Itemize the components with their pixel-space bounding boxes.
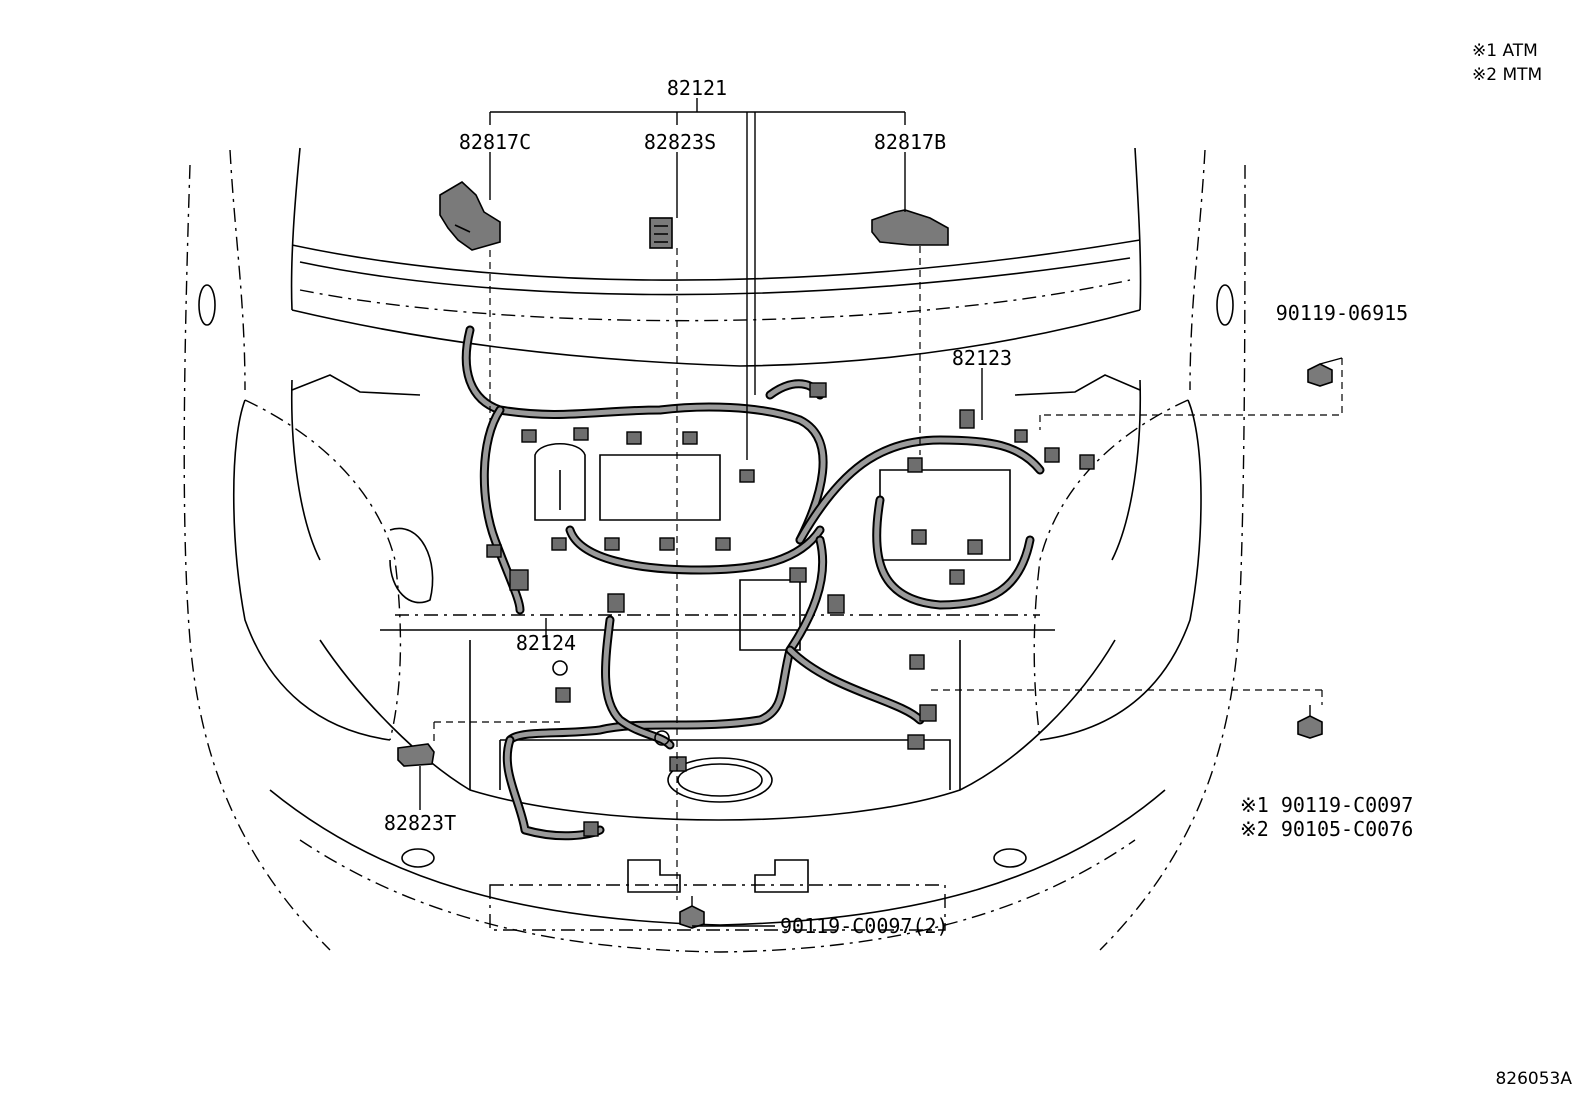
connector-icon bbox=[909, 654, 925, 670]
connector-icon bbox=[509, 569, 529, 591]
connector-icon bbox=[573, 427, 589, 441]
connector-icon bbox=[626, 431, 642, 445]
connector-icon bbox=[604, 537, 620, 551]
connector-icon bbox=[789, 567, 807, 583]
label-82823s: 82823S bbox=[644, 130, 716, 154]
connector-icon bbox=[809, 382, 827, 398]
connector-icon bbox=[682, 431, 698, 445]
bolt-90119-c0097-right bbox=[1297, 705, 1323, 739]
connector-icon bbox=[911, 529, 927, 545]
bolt-icon bbox=[1297, 715, 1323, 739]
main-wire-harness bbox=[461, 325, 1045, 841]
label-90119-c0097-bottom: 90119-C0097(2) bbox=[780, 914, 949, 938]
connector-icon bbox=[649, 217, 673, 249]
bolt-icon bbox=[1307, 363, 1333, 387]
connector-icon bbox=[715, 537, 731, 551]
connector-icon bbox=[907, 734, 925, 750]
connector-icon bbox=[949, 569, 965, 585]
label-82817b: 82817B bbox=[874, 130, 946, 154]
connector-icon bbox=[1014, 429, 1028, 443]
clamp-82817c bbox=[439, 181, 501, 251]
connector-icon bbox=[967, 539, 983, 555]
label-90119-c0097-atm: ※1 90119-C0097 bbox=[1240, 793, 1413, 817]
connector-icon bbox=[397, 743, 435, 767]
label-82123: 82123 bbox=[952, 346, 1012, 370]
label-82121: 82121 bbox=[667, 76, 727, 100]
clamp-icon bbox=[439, 181, 501, 251]
label-90105-c0076-mtm: ※2 90105-C0076 bbox=[1240, 817, 1413, 841]
part-labels: 82121 82817C 82823S 82817B 82123 82124 8… bbox=[384, 76, 1413, 938]
connector-82823s bbox=[649, 217, 673, 249]
connector-icon bbox=[659, 537, 675, 551]
legend-atm: ※1 ATM bbox=[1472, 41, 1538, 61]
vehicle-body-outline bbox=[183, 147, 1246, 953]
connector-icon bbox=[959, 409, 975, 429]
connector-icon bbox=[1044, 447, 1060, 463]
label-90119-06915: 90119-06915 bbox=[1276, 301, 1408, 325]
connector-icon bbox=[827, 594, 845, 614]
label-82817c: 82817C bbox=[459, 130, 531, 154]
connector-icon bbox=[919, 704, 937, 722]
leader-lines bbox=[419, 98, 1343, 927]
connector-82823t bbox=[397, 743, 435, 767]
connector-icon bbox=[551, 537, 567, 551]
label-82823t: 82823T bbox=[384, 811, 456, 835]
clamp-82817b bbox=[871, 209, 949, 246]
connector-icon bbox=[486, 544, 502, 558]
connector-icon bbox=[669, 756, 687, 772]
connector-icon bbox=[555, 687, 571, 703]
drawing-code: 826053A bbox=[1495, 1069, 1572, 1089]
bolt-90119-06915 bbox=[1307, 357, 1343, 387]
legend-mtm: ※2 MTM bbox=[1472, 65, 1542, 85]
bolt-90119-c0097-bottom bbox=[679, 896, 705, 929]
connector-icon bbox=[739, 469, 755, 483]
harness-connectors bbox=[486, 382, 1095, 837]
label-82124: 82124 bbox=[516, 631, 576, 655]
connector-icon bbox=[521, 429, 537, 443]
connector-icon bbox=[1079, 454, 1095, 470]
connector-icon bbox=[607, 593, 625, 613]
connector-icon bbox=[907, 457, 923, 473]
clamp-icon bbox=[871, 209, 949, 246]
connector-icon bbox=[583, 821, 599, 837]
legend-notes: ※1 ATM ※2 MTM bbox=[1472, 41, 1542, 85]
bolt-icon bbox=[679, 905, 705, 929]
